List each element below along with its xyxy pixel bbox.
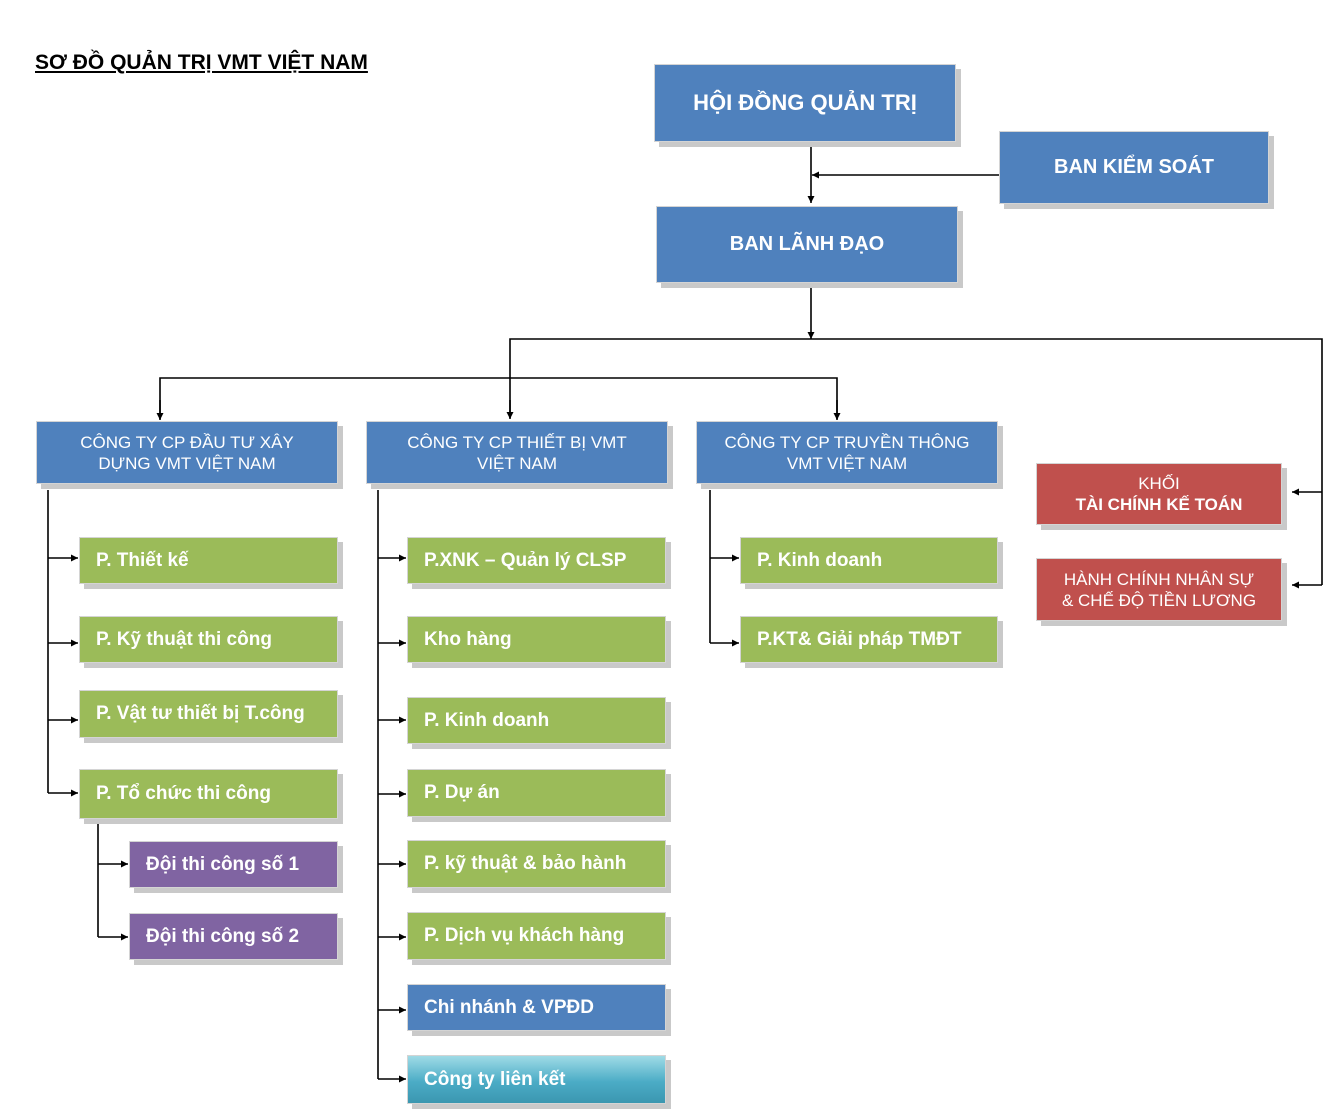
affiliate-company-label: Công ty liên kết: [424, 1068, 566, 1090]
leadership-label: BAN LÃNH ĐẠO: [729, 233, 885, 255]
company-construction-box: CÔNG TY CP ĐẦU TƯ XÂY DỰNG VMT VIỆT NAM: [36, 421, 338, 484]
company-construction-line2: DỰNG VMT VIỆT NAM: [98, 453, 276, 473]
hr-block-line2: & CHẾ ĐỘ TIỀN LƯƠNG: [1061, 590, 1257, 610]
company-equipment-line1: CÔNG TY CP THIẾT BỊ VMT: [407, 432, 627, 452]
construction-team-label: Đội thi công số 1: [146, 853, 300, 875]
construction-team-label: Đội thi công số 2: [146, 925, 300, 947]
equipment-dept-label: P. Dịch vụ khách hàng: [424, 925, 625, 946]
company-media-line2: VMT VIỆT NAM: [786, 453, 908, 473]
finance-block-box: KHỐI TÀI CHÍNH KẾ TOÁN: [1036, 463, 1282, 525]
equipment-dept-box: Kho hàng: [407, 616, 666, 663]
finance-block-line1: KHỐI: [1138, 474, 1180, 493]
affiliate-company-box: Công ty liên kết: [407, 1055, 666, 1104]
board-of-directors-box: HỘI ĐỒNG QUẢN TRỊ: [654, 64, 956, 142]
construction-dept-box: P. Vật tư thiết bị T.công: [79, 690, 338, 738]
company-media-box: CÔNG TY CP TRUYỀN THÔNG VMT VIỆT NAM: [696, 421, 998, 484]
equipment-dept-box: P. Kinh doanh: [407, 697, 666, 744]
construction-dept-box: P. Kỹ thuật thi công: [79, 616, 338, 663]
equipment-dept-label: Kho hàng: [424, 628, 512, 650]
supervisory-board-label: BAN KIỂM SOÁT: [1054, 156, 1214, 178]
company-equipment-line2: VIỆT NAM: [477, 453, 557, 473]
equipment-dept-box: P. Dự án: [407, 769, 666, 817]
equipment-dept-label: P.XNK – Quản lý CLSP: [424, 549, 627, 571]
media-dept-label: P.KT& Giải pháp TMĐT: [757, 628, 962, 650]
equipment-dept-label: P. Kinh doanh: [424, 709, 550, 731]
leadership-box: BAN LÃNH ĐẠO: [656, 206, 958, 283]
construction-team-box: Đội thi công số 1: [129, 841, 338, 888]
hr-block-line1: HÀNH CHÍNH NHÂN SỰ: [1063, 569, 1255, 589]
equipment-dept-label: P. Dự án: [424, 782, 500, 803]
supervisory-board-box: BAN KIỂM SOÁT: [999, 131, 1269, 204]
equipment-dept-label: Chi nhánh & VPĐD: [424, 996, 594, 1018]
page-title: SƠ ĐỒ QUẢN TRỊ VMT VIỆT NAM: [35, 51, 368, 74]
equipment-dept-box: P. Dịch vụ khách hàng: [407, 912, 666, 960]
media-dept-box: P. Kinh doanh: [740, 537, 998, 584]
finance-block-line2: TÀI CHÍNH KẾ TOÁN: [1075, 495, 1243, 514]
equipment-dept-box: Chi nhánh & VPĐD: [407, 984, 666, 1031]
construction-dept-box: P. Thiết kế: [79, 537, 338, 584]
construction-dept-box: P. Tổ chức thi công: [79, 769, 338, 819]
construction-team-box: Đội thi công số 2: [129, 913, 338, 960]
company-media-line1: CÔNG TY CP TRUYỀN THÔNG: [724, 432, 970, 452]
construction-dept-label: P. Tổ chức thi công: [96, 783, 271, 804]
media-dept-box: P.KT& Giải pháp TMĐT: [740, 616, 998, 663]
board-of-directors-label: HỘI ĐỒNG QUẢN TRỊ: [693, 90, 917, 115]
hr-block-box: HÀNH CHÍNH NHÂN SỰ & CHẾ ĐỘ TIỀN LƯƠNG: [1036, 558, 1282, 621]
equipment-dept-box: P. kỹ thuật & bảo hành: [407, 840, 666, 888]
media-dept-label: P. Kinh doanh: [757, 549, 883, 571]
construction-dept-label: P. Kỹ thuật thi công: [96, 628, 272, 650]
equipment-dept-label: P. kỹ thuật & bảo hành: [424, 853, 627, 874]
company-equipment-box: CÔNG TY CP THIẾT BỊ VMT VIỆT NAM: [366, 421, 668, 484]
construction-dept-label: P. Vật tư thiết bị T.công: [96, 703, 305, 724]
construction-dept-label: P. Thiết kế: [96, 549, 189, 571]
equipment-dept-box: P.XNK – Quản lý CLSP: [407, 537, 666, 584]
company-construction-line1: CÔNG TY CP ĐẦU TƯ XÂY: [80, 432, 294, 452]
